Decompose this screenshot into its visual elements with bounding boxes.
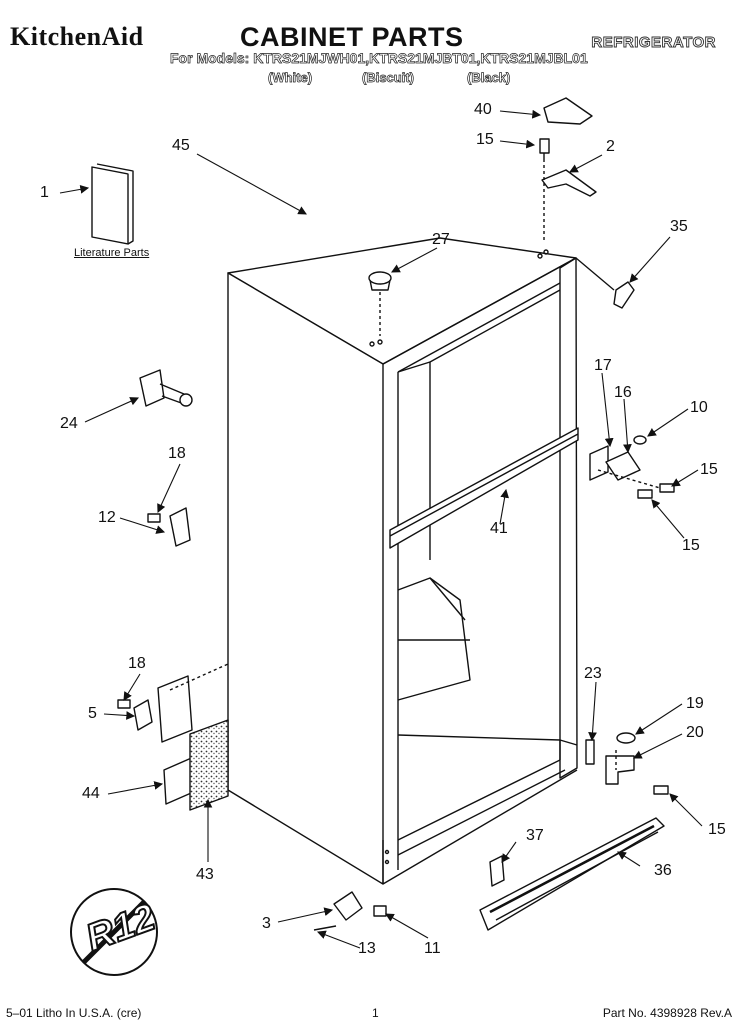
part-37-clip <box>489 855 505 887</box>
callout-1: 1 <box>40 184 49 201</box>
callout-40: 40 <box>474 101 492 118</box>
brand-logo: KitchenAid <box>10 22 144 51</box>
callout-37: 37 <box>526 827 544 844</box>
callout-20: 20 <box>686 724 704 741</box>
callout-11: 11 <box>424 940 441 957</box>
callout-5: 5 <box>88 705 97 722</box>
page-title: CABINET PARTS <box>240 22 464 52</box>
callout-16: 16 <box>614 384 632 401</box>
callout-10: 10 <box>690 399 708 416</box>
litho-note: 5–01 Litho In U.S.A. (cre) <box>6 1006 142 1020</box>
callout-43: 43 <box>196 866 214 883</box>
callout-3: 3 <box>262 915 271 932</box>
part-35-bracket <box>613 281 635 309</box>
part-24-roller <box>139 369 193 407</box>
page-number: 1 <box>372 1006 379 1020</box>
refrigerant-r12-badge <box>70 888 158 976</box>
callout-2: 2 <box>606 138 615 155</box>
part-15-top-screw <box>539 138 550 162</box>
callout-15-lower: 15 <box>708 821 726 838</box>
literature-parts-label: Literature Parts <box>74 247 150 259</box>
model-list: For Models: KTRS21MJWH01,KTRS21MJBT01,KT… <box>170 50 588 67</box>
part-19-20-23-lower-hinge <box>585 732 669 795</box>
part-27-plug <box>368 271 392 336</box>
callout-41: 41 <box>490 520 508 537</box>
callout-12: 12 <box>98 509 116 526</box>
part-3-11-13-hardware <box>313 891 387 931</box>
variant-black: (Black) <box>467 70 511 86</box>
callout-18-upper: 18 <box>168 445 186 462</box>
callout-45: 45 <box>172 137 190 154</box>
cabinet-body <box>227 237 579 885</box>
callout-23: 23 <box>584 665 602 682</box>
part-43-pad <box>189 719 229 811</box>
callout-17: 17 <box>594 357 612 374</box>
part-2-top-hinge <box>541 169 597 197</box>
callout-19: 19 <box>686 695 704 712</box>
variant-white: (White) <box>268 70 313 86</box>
callout-35: 35 <box>670 218 688 235</box>
callout-18-lower: 18 <box>128 655 146 672</box>
callout-13: 13 <box>358 940 376 957</box>
callout-27: 27 <box>432 231 450 248</box>
variant-biscuit: (Biscuit) <box>362 70 415 86</box>
part-12-18-assembly <box>147 507 191 547</box>
callout-44: 44 <box>82 785 100 802</box>
callout-36: 36 <box>654 862 672 879</box>
part-40-cap <box>543 97 593 125</box>
part-16-17-hinge <box>589 435 675 499</box>
callout-24: 24 <box>60 415 78 432</box>
part-36-grille <box>479 817 665 931</box>
part-number: Part No. 4398928 Rev.A <box>602 1006 732 1020</box>
callout-15-right-mid: 15 <box>682 537 700 554</box>
callout-15-right-upper: 15 <box>700 461 718 478</box>
literature-booklet <box>91 163 134 245</box>
category-label: REFRIGERATOR <box>591 34 716 52</box>
callout-15-top: 15 <box>476 131 494 148</box>
